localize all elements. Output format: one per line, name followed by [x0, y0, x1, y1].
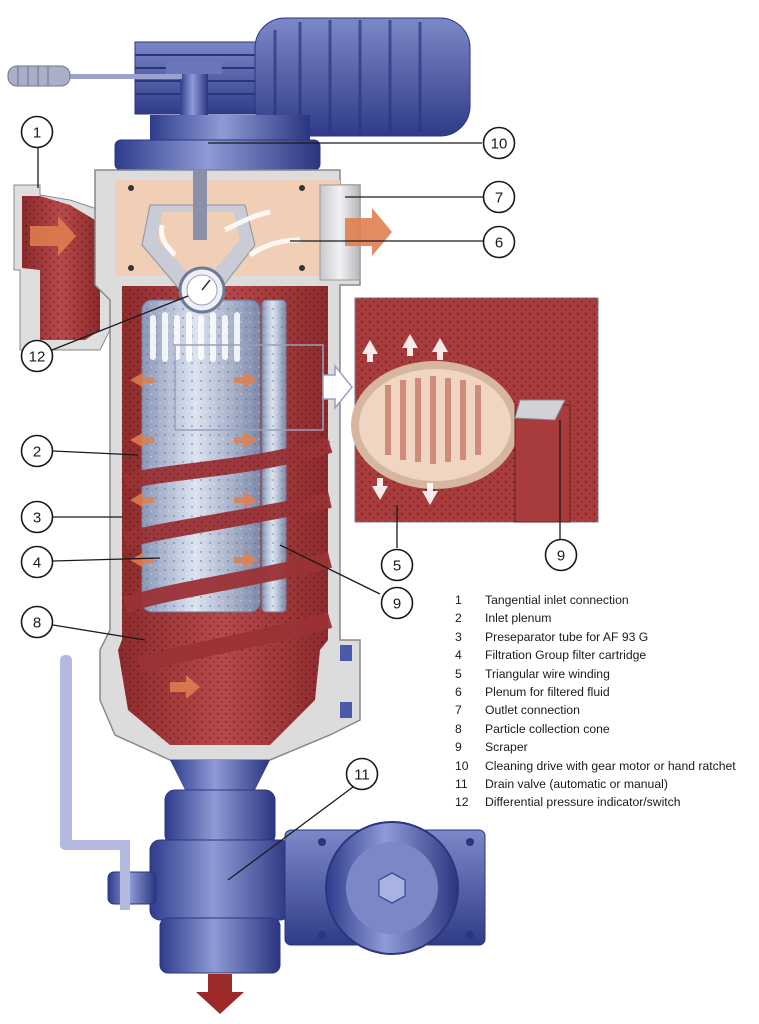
- callout-11: 11: [345, 757, 379, 791]
- callout-6: 6: [482, 225, 516, 259]
- svg-text:8: 8: [33, 615, 41, 632]
- drive-motor: [7, 17, 471, 171]
- flange-bolts: [128, 185, 352, 718]
- callout-3: 3: [20, 500, 54, 534]
- svg-text:1: 1: [33, 125, 41, 142]
- callout-1: 1: [20, 115, 54, 149]
- svg-text:7: 7: [495, 190, 503, 207]
- svg-text:6: 6: [495, 235, 503, 252]
- svg-text:10: 10: [491, 136, 508, 153]
- svg-text:12: 12: [29, 349, 46, 366]
- filter-cartridge: [141, 266, 287, 613]
- callout-9-inset: 9: [544, 538, 578, 572]
- callout-2: 2: [20, 434, 54, 468]
- svg-text:3: 3: [33, 510, 41, 527]
- svg-text:9: 9: [393, 596, 401, 613]
- callout-8: 8: [20, 605, 54, 639]
- callout-9-main: 9: [380, 586, 414, 620]
- flow-arrows: [130, 372, 258, 699]
- detail-inset: [174, 297, 599, 523]
- svg-text:2: 2: [33, 444, 41, 461]
- callout-4: 4: [20, 545, 54, 579]
- inlet-connection: [13, 184, 111, 351]
- drain-valve: [60, 655, 486, 1014]
- callout-7: 7: [482, 180, 516, 214]
- svg-text:9: 9: [557, 548, 565, 565]
- svg-text:5: 5: [393, 558, 401, 575]
- callout-5: 5: [380, 548, 414, 582]
- svg-text:11: 11: [354, 767, 370, 784]
- callout-12: 12: [20, 339, 54, 373]
- svg-text:4: 4: [33, 555, 41, 572]
- callout-markers: 1 10 7 6 12 2 3 4 8 5 9 9 11: [20, 115, 578, 791]
- callout-10: 10: [482, 126, 516, 160]
- leader-lines: [37, 142, 561, 881]
